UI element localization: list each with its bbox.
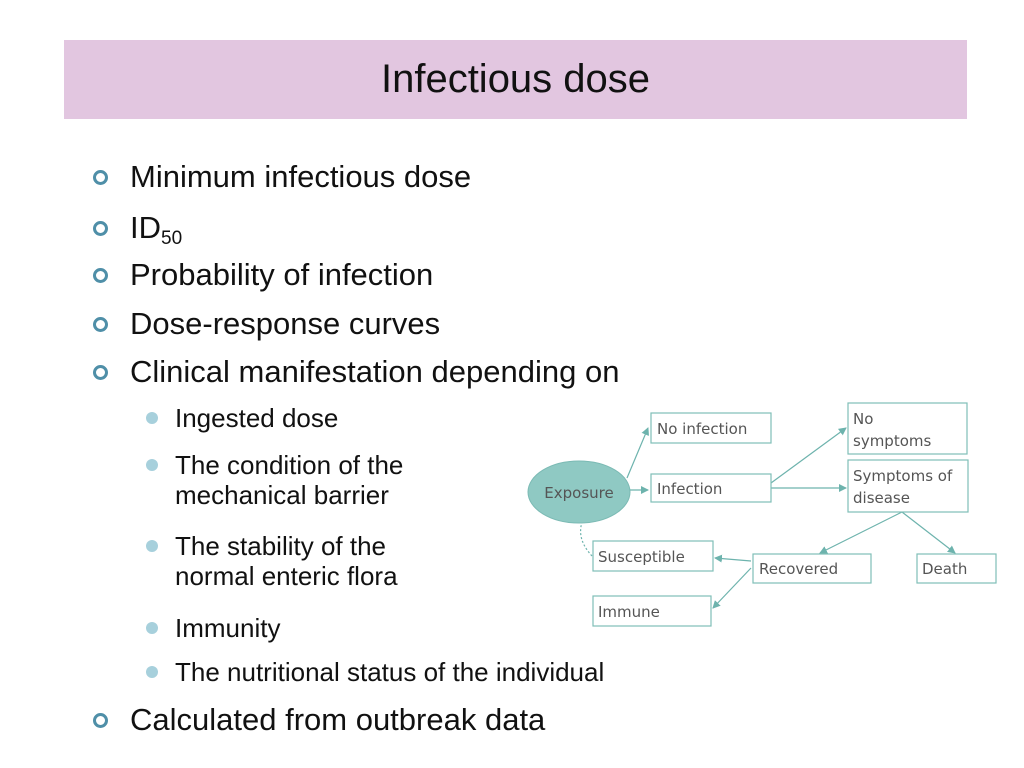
bullet-ring-icon [93, 317, 108, 332]
bullet-subscript: 50 [161, 228, 183, 249]
subbullet-text-line2: mechanical barrier [175, 480, 389, 510]
bullet-ring-icon [93, 365, 108, 380]
subbullet-dot-icon [146, 666, 158, 678]
bullet-text: Probability of infection [130, 257, 434, 292]
slide-title: Infectious dose [380, 57, 651, 101]
subbullet-dot-icon [146, 412, 158, 424]
symptoms-label-line1: Symptoms of [853, 467, 953, 485]
bullet-clinical-manifestation: Clinical manifestation depending on [93, 354, 620, 389]
recovered-node [752, 553, 872, 584]
bullet-dose-response-curves: Dose-response curves [93, 306, 441, 341]
subbullet-text-line1: The condition of the [175, 450, 404, 480]
arrow-recovered-to-susceptible [714, 554, 752, 563]
bullet-text: Minimum infectious dose [130, 159, 472, 194]
bullet-calculated-from-outbreak: Calculated from outbreak data [93, 702, 546, 737]
subbullet-dot-icon [146, 459, 158, 471]
bullet-ring-icon [93, 268, 108, 283]
arrow-symptoms-to-recovered [819, 511, 903, 554]
subbullet-text: Ingested dose [175, 403, 339, 433]
subbullet-dot-icon [146, 540, 158, 552]
symptoms-of-disease-node [847, 459, 969, 513]
subbullet-mechanical-barrier: The condition of the mechanical barrier [146, 450, 404, 510]
bullet-id50: ID50 [93, 210, 183, 256]
subbullet-nutritional-status: The nutritional status of the individual [146, 657, 605, 687]
symptoms-label-line2: disease [853, 489, 910, 507]
susceptible-label: Susceptible [598, 548, 685, 566]
subbullet-enteric-flora: The stability of the normal enteric flor… [146, 531, 398, 591]
arrow-infection-to-no-symptoms [770, 427, 847, 484]
death-label: Death [922, 560, 967, 578]
subbullet-immunity: Immunity [146, 613, 281, 643]
arrow-recovered-to-immune [712, 567, 752, 609]
arrow-exposure-to-no-infection [626, 427, 649, 479]
bullet-text: Clinical manifestation depending on [130, 354, 620, 389]
immune-node [592, 595, 712, 627]
bullet-ring-icon [93, 713, 108, 728]
no-symptoms-label-line2: symptoms [853, 432, 931, 450]
infection-node [650, 473, 772, 503]
immune-label: Immune [598, 603, 660, 621]
subbullet-text: Immunity [175, 613, 281, 643]
susceptible-node [592, 540, 714, 572]
death-node [916, 553, 997, 584]
subbullet-text-line2: normal enteric flora [175, 561, 398, 591]
bullet-ring-icon [93, 221, 108, 236]
diagram-connectors [580, 427, 956, 609]
bullet-ring-icon [93, 170, 108, 185]
recovered-label: Recovered [759, 560, 838, 578]
bullet-text: Dose-response curves [130, 306, 441, 341]
subbullet-dot-icon [146, 622, 158, 634]
title-bar: Infectious dose [64, 40, 967, 119]
bullet-text: Calculated from outbreak data [130, 702, 546, 737]
bullet-text: ID [130, 210, 161, 245]
no-infection-node [650, 412, 772, 444]
no-symptoms-label-line1: No [853, 410, 873, 428]
subbullet-text: The nutritional status of the individual [175, 657, 605, 687]
exposure-label: Exposure [544, 484, 613, 502]
no-symptoms-node [847, 402, 968, 455]
arrow-symptoms-to-death [901, 511, 956, 554]
no-infection-label: No infection [657, 420, 747, 438]
subbullet-ingested-dose: Ingested dose [146, 403, 339, 433]
bullet-probability-of-infection: Probability of infection [93, 257, 434, 292]
exposure-node [527, 460, 631, 524]
infection-label: Infection [657, 480, 722, 498]
bullet-minimum-infectious-dose: Minimum infectious dose [93, 159, 472, 194]
subbullet-text-line1: The stability of the [175, 531, 386, 561]
